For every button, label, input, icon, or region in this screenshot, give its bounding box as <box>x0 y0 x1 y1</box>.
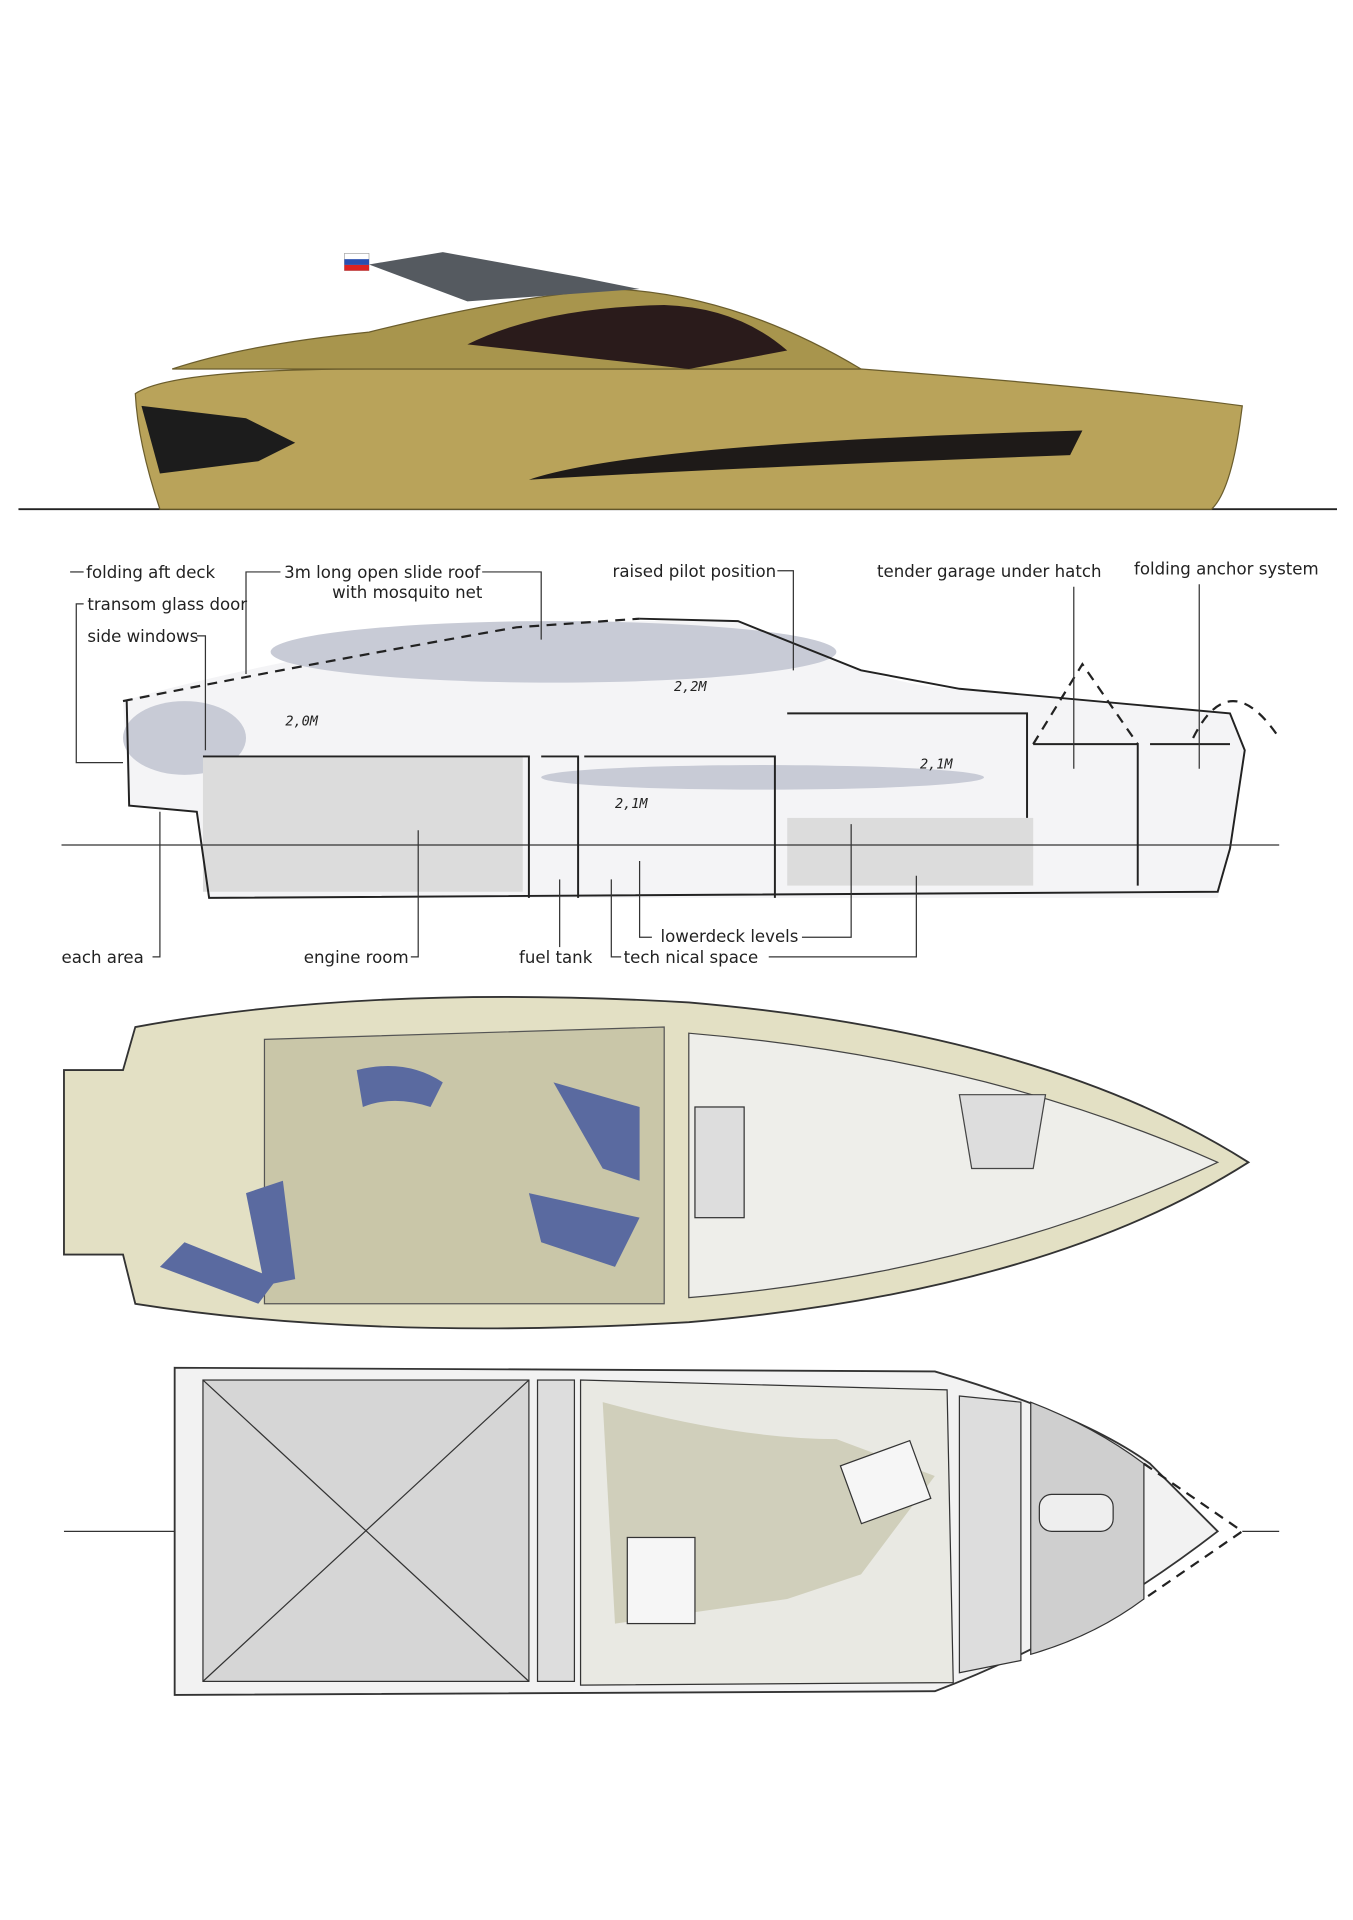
label-transom-glass-door: transom glass door <box>87 595 247 614</box>
label-folding-anchor-system: folding anchor system <box>1134 559 1319 578</box>
label-folding-aft-deck: folding aft deck <box>86 563 215 582</box>
label-raised-pilot-position: raised pilot position <box>613 562 777 581</box>
profile-labels: folding aft deck transom glass door side… <box>62 559 1319 967</box>
label-tender-garage: tender garage under hatch <box>877 562 1102 581</box>
label-fuel-tank: fuel tank <box>519 948 593 967</box>
rendered-side-view <box>18 252 1337 511</box>
dimension-pilot-height: 2,2M <box>674 679 707 695</box>
label-beach-area: each area <box>62 948 144 967</box>
label-slide-roof: 3m long open slide roof <box>284 563 481 582</box>
label-side-windows: side windows <box>87 627 198 646</box>
profile-section-sketch: 2,0M 2,2M 2,1M 2,1M <box>61 617 1281 899</box>
label-engine-room: engine room <box>304 948 409 967</box>
label-mosquito-net: with mosquito net <box>332 583 483 602</box>
main-deck-plan <box>63 995 1251 1330</box>
label-lowerdeck-levels: lowerdeck levels <box>661 927 799 946</box>
dimension-fwd-height: 2,1M <box>920 757 953 773</box>
label-technical-space: tech nical space <box>624 948 759 967</box>
dimension-aft-height: 2,0M <box>285 714 318 730</box>
dimension-lower-height: 2,1M <box>615 796 648 812</box>
lower-deck-plan <box>63 1366 1280 1696</box>
